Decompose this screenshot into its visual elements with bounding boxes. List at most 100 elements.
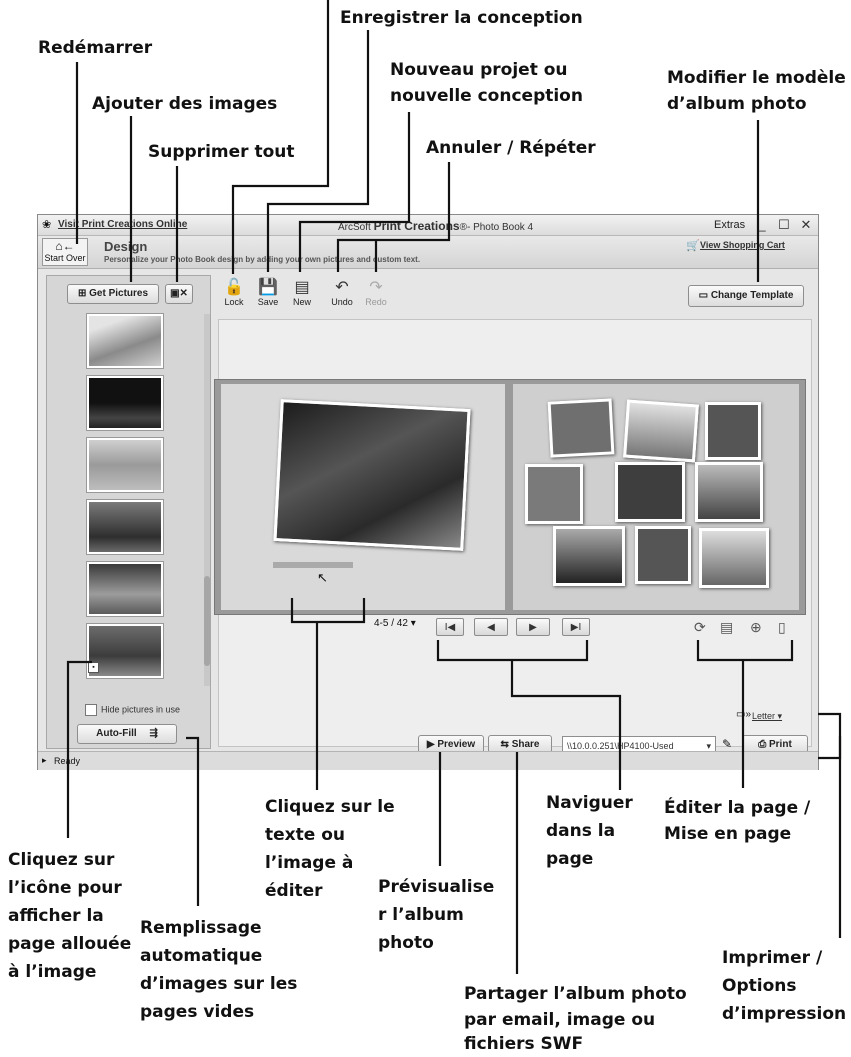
refresh-page-icon[interactable]: ⟳ xyxy=(694,619,706,635)
callout-print-1: Imprimer / xyxy=(722,948,823,968)
callout-edit-page-2: Mise en page xyxy=(664,824,792,844)
new-button[interactable]: ▤New xyxy=(286,279,318,307)
thumbnail[interactable] xyxy=(87,562,163,616)
page-title: Design xyxy=(104,239,148,254)
next-page-button[interactable]: ▶ xyxy=(516,618,550,636)
thumbnail[interactable] xyxy=(87,500,163,554)
collage-photo[interactable] xyxy=(705,402,761,460)
caption-text-box[interactable] xyxy=(273,562,353,568)
collage-photo[interactable] xyxy=(635,526,691,584)
view-shopping-cart-link[interactable]: View Shopping Cart xyxy=(700,240,785,250)
undo-icon: ↶ xyxy=(335,279,349,296)
thumbnail-scrollbar[interactable] xyxy=(204,314,210,686)
thumbnail[interactable] xyxy=(87,314,163,368)
callout-preview-1: Prévisualise xyxy=(378,877,495,897)
callout-click-icon-4: page allouée xyxy=(8,934,132,954)
close-button[interactable]: ✕ xyxy=(800,217,812,232)
collage-photo[interactable] xyxy=(553,526,625,586)
callout-autofill-1: Remplissage xyxy=(140,918,262,938)
thumbnail[interactable] xyxy=(87,376,163,430)
save-button[interactable]: 💾Save xyxy=(252,279,284,307)
callout-click-edit-1: Cliquez sur le xyxy=(265,797,395,817)
callout-navigate-2: dans la xyxy=(546,821,616,841)
callout-print-3: d’impression xyxy=(722,1004,847,1024)
hide-pictures-checkbox[interactable] xyxy=(85,704,97,716)
collage-photo[interactable] xyxy=(695,462,763,522)
pictures-panel: ⊞ Get Pictures ▣✕ ▪ Hide pictures in use… xyxy=(46,275,211,749)
callout-preview-3: photo xyxy=(378,933,434,953)
hide-pictures-row[interactable]: Hide pictures in use xyxy=(85,704,180,716)
new-icon: ▤ xyxy=(294,279,310,296)
redo-button[interactable]: ↷Redo xyxy=(360,279,392,307)
collage-photo[interactable] xyxy=(623,399,699,463)
design-toolbar: 🔓Lock 💾Save ▤New ↶Undo ↷Redo ▭ Change Te… xyxy=(218,279,812,313)
scrollbar-thumb[interactable] xyxy=(204,576,210,666)
printer-settings-icon[interactable]: ✎ xyxy=(722,737,733,751)
thumbnail[interactable] xyxy=(87,438,163,492)
window-title: ArcSoft Print Creations®- Photo Book 4 xyxy=(338,219,534,233)
auto-fill-button[interactable]: Auto-Fill ⇶ xyxy=(77,724,177,744)
change-template-button[interactable]: ▭ Change Template xyxy=(688,285,804,307)
share-icon: ⇆ xyxy=(500,739,509,750)
app-window: ❀ Visit Print Creations Online ArcSoft P… xyxy=(37,214,819,770)
callout-autofill-2: automatique xyxy=(140,946,263,966)
callout-autofill-4: pages vides xyxy=(140,1002,255,1022)
hide-pictures-label: Hide pictures in use xyxy=(101,704,181,715)
collage-photo[interactable] xyxy=(699,528,769,588)
callout-click-edit-3: l’image à xyxy=(265,853,354,873)
callout-edit-page-1: Éditer la page / xyxy=(664,798,811,818)
preview-icon: ▶ xyxy=(426,739,435,750)
expand-arrow-icon[interactable]: ▸ xyxy=(42,755,47,765)
collage-photo[interactable] xyxy=(615,462,685,522)
page-allocation-icon[interactable]: ▪ xyxy=(88,662,99,673)
callout-share-3: fichiers SWF xyxy=(464,1034,584,1054)
callout-save-design: Enregistrer la conception xyxy=(340,8,583,28)
page-indicator[interactable]: 4-5 / 42 ▾ xyxy=(374,618,416,629)
preview-button[interactable]: ▶ Preview xyxy=(418,735,484,755)
chevron-down-icon: ▾ xyxy=(706,741,711,751)
undo-button[interactable]: ↶Undo xyxy=(326,279,358,307)
first-page-button[interactable]: I◀ xyxy=(436,618,464,636)
callout-navigate-1: Naviguer xyxy=(546,793,633,813)
start-over-button[interactable]: ⌂← Start Over xyxy=(42,238,88,266)
main-photo[interactable] xyxy=(273,399,471,551)
paper-size-icon: ▭» xyxy=(736,709,752,720)
lock-button[interactable]: 🔓Lock xyxy=(218,279,250,307)
callout-navigate-3: page xyxy=(546,849,594,869)
add-page-icon[interactable]: ⊕ xyxy=(750,619,762,635)
last-page-button[interactable]: ▶I xyxy=(562,618,590,636)
status-text: Ready xyxy=(54,756,81,766)
add-pictures-icon: ⊞ xyxy=(77,288,87,299)
callout-restart: Redémarrer xyxy=(38,38,153,58)
callout-delete-all: Supprimer tout xyxy=(148,142,295,162)
thumbnail[interactable]: ▪ xyxy=(87,624,163,678)
callout-click-icon-2: l’icône pour xyxy=(8,878,122,898)
layout-icon[interactable]: ▤ xyxy=(720,619,734,635)
minimize-button[interactable]: _ xyxy=(758,217,766,232)
callout-modify-template-1: Modifier le modèle xyxy=(667,68,846,88)
home-back-icon: ⌂← xyxy=(55,239,75,253)
delete-all-button[interactable]: ▣✕ xyxy=(165,284,193,304)
paper-size-dropdown[interactable]: Letter ▾ xyxy=(752,711,783,721)
callout-click-icon-5: à l’image xyxy=(8,962,97,982)
collage-photo[interactable] xyxy=(525,464,583,524)
callout-add-pictures: Ajouter des images xyxy=(92,94,278,114)
app-logo-icon: ❀ xyxy=(42,219,52,231)
maximize-button[interactable]: ☐ xyxy=(778,217,790,232)
callout-click-edit-4: éditer xyxy=(265,881,323,901)
remove-page-icon[interactable]: ▯ xyxy=(778,619,786,635)
left-page[interactable]: ↖ xyxy=(221,384,505,610)
photo-book-spread: ↖ xyxy=(214,379,806,615)
callout-preview-2: r l’album xyxy=(378,905,464,925)
callout-new-project-2: nouvelle conception xyxy=(390,86,583,106)
extras-menu[interactable]: Extras xyxy=(714,219,746,231)
design-header: ⌂← Start Over Design Personalize your Ph… xyxy=(38,236,818,269)
previous-page-button[interactable]: ◀ xyxy=(474,618,508,636)
title-bar: ❀ Visit Print Creations Online ArcSoft P… xyxy=(38,215,818,236)
get-pictures-button[interactable]: ⊞ Get Pictures xyxy=(67,284,159,304)
callout-new-project-1: Nouveau projet ou xyxy=(390,60,568,80)
right-page[interactable] xyxy=(513,384,799,610)
collage-photo[interactable] xyxy=(547,398,615,458)
save-icon: 💾 xyxy=(258,279,278,296)
visit-online-link[interactable]: Visit Print Creations Online xyxy=(58,219,188,230)
